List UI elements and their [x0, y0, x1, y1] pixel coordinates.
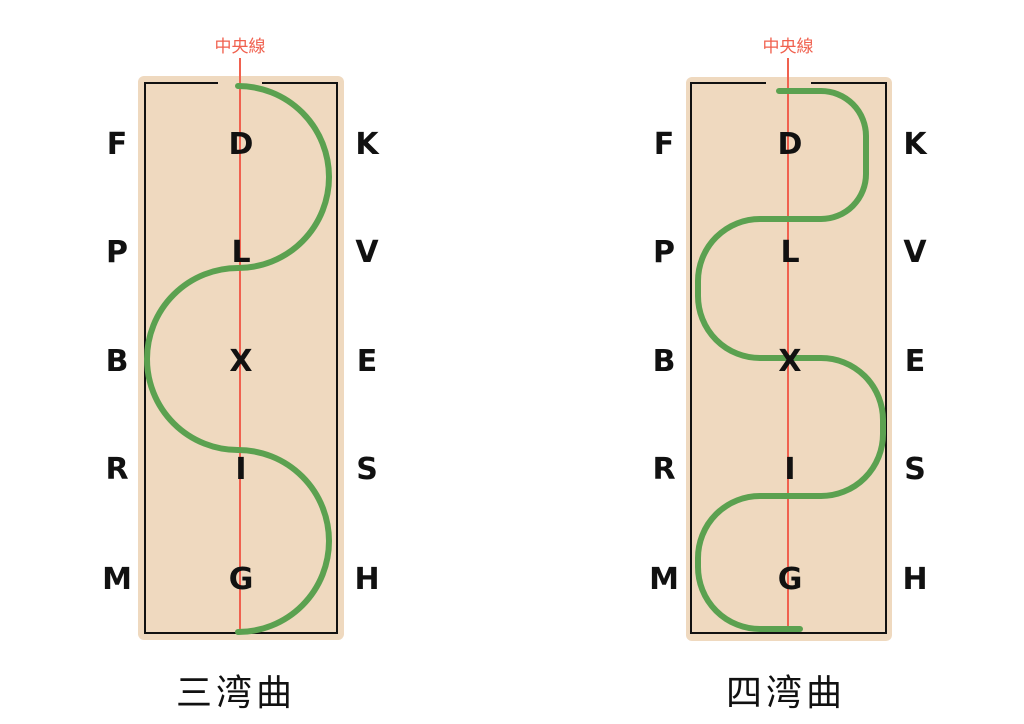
- right-marker-letters: K V E S H: [354, 127, 380, 597]
- marker-letter: G: [229, 562, 254, 597]
- marker-letter: X: [778, 344, 801, 379]
- marker-letter: L: [780, 235, 799, 270]
- marker-letter: E: [905, 344, 926, 379]
- marker-letter: V: [355, 235, 379, 270]
- right-marker-letters: K V E S H: [902, 127, 928, 597]
- marker-letter: B: [106, 344, 129, 379]
- diagram-four-loops: 中央線 F P B R M D L X I G K V E S H 四湾曲: [649, 37, 928, 714]
- diagram-caption: 三湾曲: [176, 673, 296, 714]
- marker-letter: M: [102, 562, 132, 597]
- serpentine-path: [695, 88, 886, 632]
- left-marker-letters: F P B R M: [102, 127, 132, 597]
- marker-letter: P: [653, 235, 675, 270]
- center-marker-letters: D L X I G: [778, 127, 803, 597]
- marker-letter: S: [356, 452, 378, 487]
- diagram-caption: 四湾曲: [726, 673, 846, 714]
- marker-letter: R: [652, 452, 675, 487]
- centerline-label: 中央線: [215, 37, 266, 57]
- marker-letter: I: [784, 452, 795, 487]
- arena-border: [690, 82, 887, 634]
- centerline-label: 中央線: [763, 37, 814, 57]
- marker-letter: X: [229, 344, 252, 379]
- marker-letter: M: [649, 562, 679, 597]
- diagram-three-loops: 中央線 F P B R M D L X I G K V E S H 三湾曲: [102, 37, 380, 714]
- marker-letter: V: [903, 235, 927, 270]
- marker-letter: D: [778, 127, 803, 162]
- marker-letter: L: [231, 235, 250, 270]
- marker-letter: B: [653, 344, 676, 379]
- marker-letter: G: [778, 562, 803, 597]
- marker-letter: S: [904, 452, 926, 487]
- serpentine-path: [144, 83, 332, 635]
- marker-letter: F: [654, 127, 675, 162]
- marker-letter: K: [355, 127, 380, 162]
- marker-letter: H: [902, 562, 927, 597]
- marker-letter: H: [354, 562, 379, 597]
- marker-letter: F: [107, 127, 128, 162]
- center-marker-letters: D L X I G: [229, 127, 254, 597]
- marker-letter: K: [903, 127, 928, 162]
- marker-letter: R: [105, 452, 128, 487]
- left-marker-letters: F P B R M: [649, 127, 679, 597]
- marker-letter: D: [229, 127, 254, 162]
- marker-letter: P: [106, 235, 128, 270]
- marker-letter: I: [235, 452, 246, 487]
- marker-letter: E: [357, 344, 378, 379]
